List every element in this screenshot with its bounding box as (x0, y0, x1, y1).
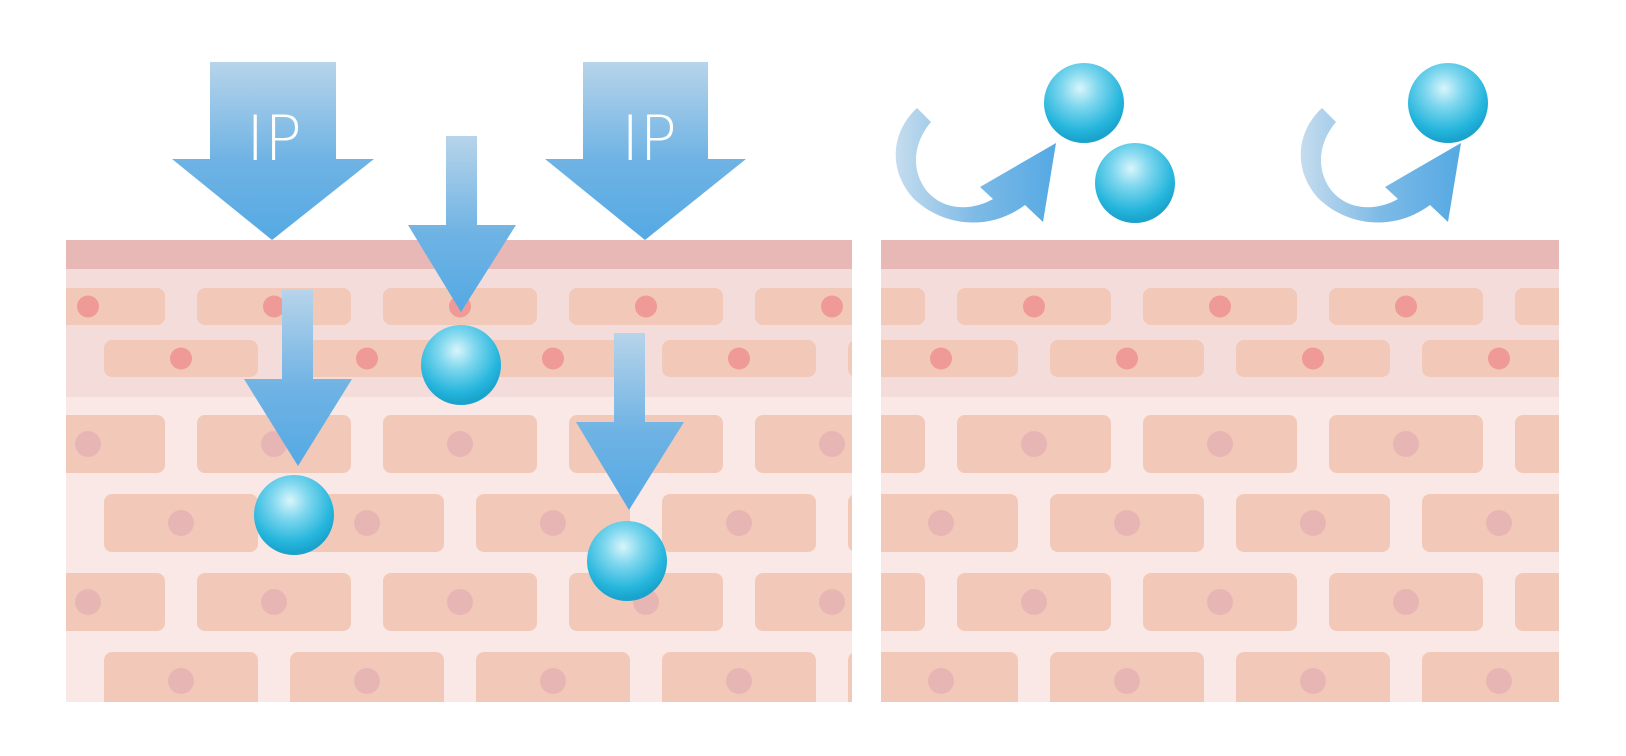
ingredient-sphere (1408, 63, 1488, 143)
cell-nucleus (1486, 668, 1512, 694)
skin-cell (66, 415, 165, 473)
ingredient-sphere (1044, 63, 1124, 143)
cell-nucleus (356, 347, 378, 370)
cell-nucleus (263, 295, 285, 318)
right-stratum-corneum (881, 240, 1559, 269)
skin-cell (1515, 573, 1559, 631)
cell-nucleus (261, 589, 287, 615)
cell-nucleus (1207, 589, 1233, 615)
right-skin-panel (881, 240, 1605, 702)
cell-nucleus (928, 510, 954, 536)
cell-nucleus (928, 668, 954, 694)
cell-nucleus (1114, 510, 1140, 536)
ip-arrow-1: IP (172, 62, 374, 240)
cell-nucleus (1395, 295, 1417, 318)
cell-nucleus (819, 431, 845, 457)
ip-arrow-1-icon (172, 62, 374, 240)
cell-nucleus (540, 510, 566, 536)
cell-nucleus (726, 668, 752, 694)
cell-nucleus (1393, 431, 1419, 457)
cell-nucleus (1207, 431, 1233, 457)
bounce-arrow-2 (1300, 63, 1488, 223)
cell-nucleus (170, 347, 192, 370)
ip-arrow-2-label: IP (621, 102, 677, 175)
cell-nucleus (728, 347, 750, 370)
curved-arrow-icon (1300, 108, 1461, 223)
cell-nucleus (1021, 589, 1047, 615)
skin-cell (881, 288, 925, 325)
cell-nucleus (1488, 347, 1510, 370)
cell-nucleus (354, 510, 380, 536)
down-arrow-icon (576, 333, 684, 510)
cell-nucleus (447, 431, 473, 457)
ingredient-sphere (1095, 143, 1175, 223)
ingredient-sphere (587, 521, 667, 601)
skin-cell (848, 495, 852, 551)
skin-cell (755, 415, 852, 473)
cell-nucleus (726, 510, 752, 536)
cell-nucleus (542, 347, 564, 370)
cell-nucleus (1116, 347, 1138, 370)
cell-nucleus (1023, 295, 1045, 318)
cell-nucleus (819, 589, 845, 615)
cell-nucleus (1021, 431, 1047, 457)
cell-nucleus (821, 295, 843, 318)
cell-nucleus (1393, 589, 1419, 615)
cell-nucleus (168, 668, 194, 694)
down-arrow-icon (408, 136, 516, 312)
cell-nucleus (447, 589, 473, 615)
cell-nucleus (1300, 668, 1326, 694)
cell-nucleus (1302, 347, 1324, 370)
ip-arrow-1-label: IP (246, 102, 302, 175)
ingredient-sphere (254, 475, 334, 555)
cell-nucleus (77, 295, 99, 318)
left-skin-panel (66, 240, 852, 702)
down-arrow-icon (244, 290, 352, 466)
cell-nucleus (930, 347, 952, 370)
cell-nucleus (1581, 296, 1603, 318)
ip-arrow-2-icon (545, 62, 746, 240)
cell-nucleus (1579, 589, 1605, 615)
cell-nucleus (75, 589, 101, 615)
ingredient-sphere (421, 325, 501, 405)
cell-nucleus (1300, 510, 1326, 536)
cell-nucleus (1209, 295, 1231, 318)
skin-cell (848, 653, 852, 702)
cell-nucleus (354, 668, 380, 694)
skin-cell (755, 573, 852, 631)
cell-nucleus (168, 510, 194, 536)
cell-nucleus (540, 668, 566, 694)
cell-nucleus (75, 431, 101, 457)
right-cells (881, 288, 1605, 702)
skin-cell (881, 573, 925, 631)
left-cells (66, 288, 852, 702)
curved-arrow-icon (895, 108, 1056, 223)
cell-nucleus (635, 295, 657, 318)
skin-cell (66, 573, 165, 631)
skin-cell (1515, 288, 1559, 325)
skin-cell (1515, 415, 1559, 473)
cell-nucleus (1579, 431, 1605, 457)
ip-arrow-2: IP (545, 62, 746, 240)
cell-nucleus (1114, 668, 1140, 694)
skin-cell (848, 341, 852, 376)
skin-cell (881, 415, 925, 473)
cell-nucleus (1486, 510, 1512, 536)
bounce-arrow-1 (895, 63, 1175, 223)
